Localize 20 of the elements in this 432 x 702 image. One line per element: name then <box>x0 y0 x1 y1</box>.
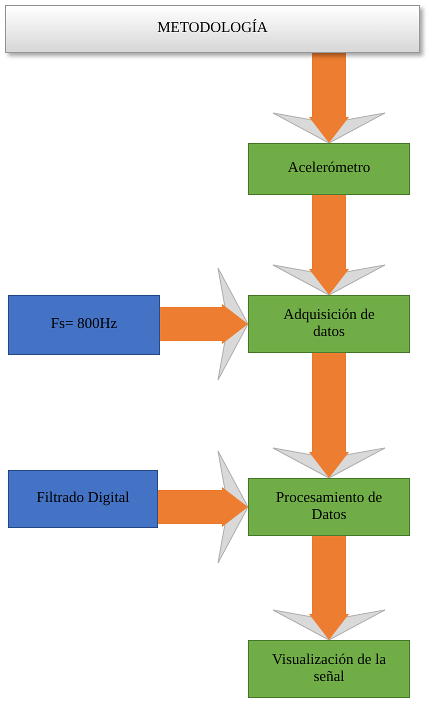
block-arrow <box>272 195 386 296</box>
box-label: Visualización de la señal <box>271 652 387 686</box>
box-label: Adquisición de datos <box>282 306 376 342</box>
box-label: METODOLOGÍA <box>157 20 268 38</box>
box-label: Procesamiento de Datos <box>274 490 384 524</box>
header-box <box>5 5 420 53</box>
block-arrow <box>272 536 386 640</box>
block-arrow <box>160 268 248 380</box>
process-box <box>248 143 410 195</box>
process-box <box>248 640 410 698</box>
box-label: Fs= 800Hz <box>50 316 118 334</box>
box-label: Filtrado Digital <box>36 490 130 508</box>
block-arrow <box>158 450 248 564</box>
process-box <box>8 295 160 355</box>
block-arrow <box>272 353 386 478</box>
process-box <box>248 295 410 353</box>
box-label: Acelerómetro <box>288 160 370 178</box>
block-arrow <box>272 53 386 144</box>
process-box <box>248 478 410 536</box>
process-box <box>8 470 158 528</box>
